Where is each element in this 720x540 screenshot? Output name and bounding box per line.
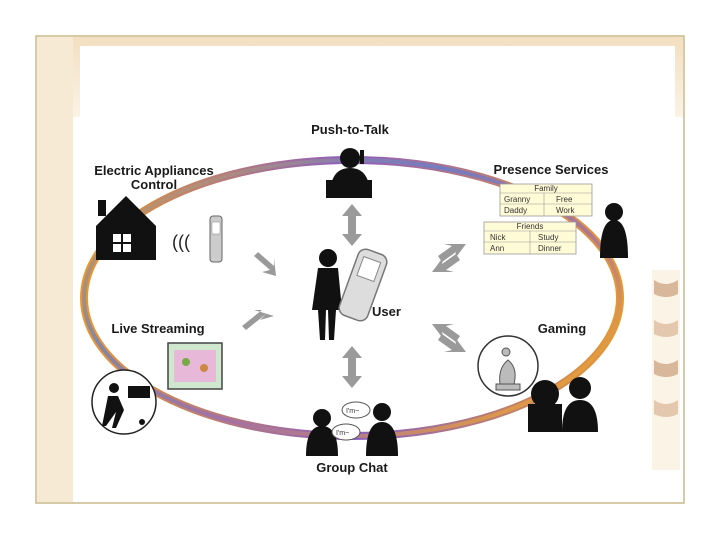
push-to-talk-label: Push-to-Talk bbox=[311, 122, 390, 137]
electric-appliances-label-line1: Electric Appliances bbox=[94, 163, 213, 178]
electric-appliances-label-line2: Control bbox=[131, 177, 177, 192]
side-decoration bbox=[652, 270, 680, 470]
group-chat-people-icon bbox=[306, 403, 398, 456]
center-user-label: User bbox=[372, 304, 401, 319]
house-icon bbox=[96, 196, 156, 260]
chess-pieces-icon bbox=[477, 335, 539, 397]
user-figure-icon bbox=[312, 249, 342, 340]
friends-header: Friends bbox=[517, 222, 544, 231]
family-row-1-name: Granny bbox=[504, 195, 530, 204]
decorative-band-left bbox=[37, 37, 73, 502]
arrow-lower-right-icon bbox=[432, 324, 466, 352]
mobile-phone-icon bbox=[338, 248, 388, 322]
friends-row-1-status: Study bbox=[538, 233, 558, 242]
family-row-2-status: Work bbox=[556, 206, 576, 215]
chat-bubble-2: I'm~ bbox=[336, 430, 349, 437]
title-area bbox=[80, 46, 675, 118]
presence-person-icon bbox=[600, 203, 628, 258]
arrow-down-icon bbox=[342, 346, 362, 388]
chat-bubbles-icon: I'm~ I'm~ bbox=[331, 401, 371, 441]
friends-row-2-name: Ann bbox=[490, 244, 504, 253]
friends-row-1-name: Nick bbox=[490, 233, 507, 242]
live-streaming-label: Live Streaming bbox=[111, 321, 204, 336]
arrow-lower-left-icon bbox=[242, 310, 274, 330]
chat-bubble-1: I'm~ bbox=[346, 408, 359, 415]
family-header: Family bbox=[534, 184, 558, 193]
arrow-up-icon bbox=[342, 204, 362, 246]
presence-services-label: Presence Services bbox=[494, 162, 609, 177]
group-chat-label: Group Chat bbox=[316, 460, 388, 475]
family-row-1-status: Free bbox=[556, 195, 573, 204]
gamers-icon bbox=[528, 377, 598, 432]
arrow-upper-left-icon bbox=[254, 252, 276, 276]
presence-table: Family Granny Free Daddy Work Friends Ni… bbox=[483, 183, 593, 255]
soccer-camera-icon bbox=[91, 369, 157, 435]
wireless-signal-icon: ((( bbox=[172, 232, 190, 252]
push-to-talk-person-icon bbox=[326, 148, 372, 198]
arrow-upper-right-icon bbox=[432, 244, 466, 272]
video-screen-icon bbox=[167, 342, 223, 390]
gaming-label: Gaming bbox=[538, 321, 586, 336]
family-row-2-name: Daddy bbox=[504, 206, 527, 215]
friends-row-2-status: Dinner bbox=[538, 244, 562, 253]
small-phone-icon bbox=[209, 215, 223, 263]
